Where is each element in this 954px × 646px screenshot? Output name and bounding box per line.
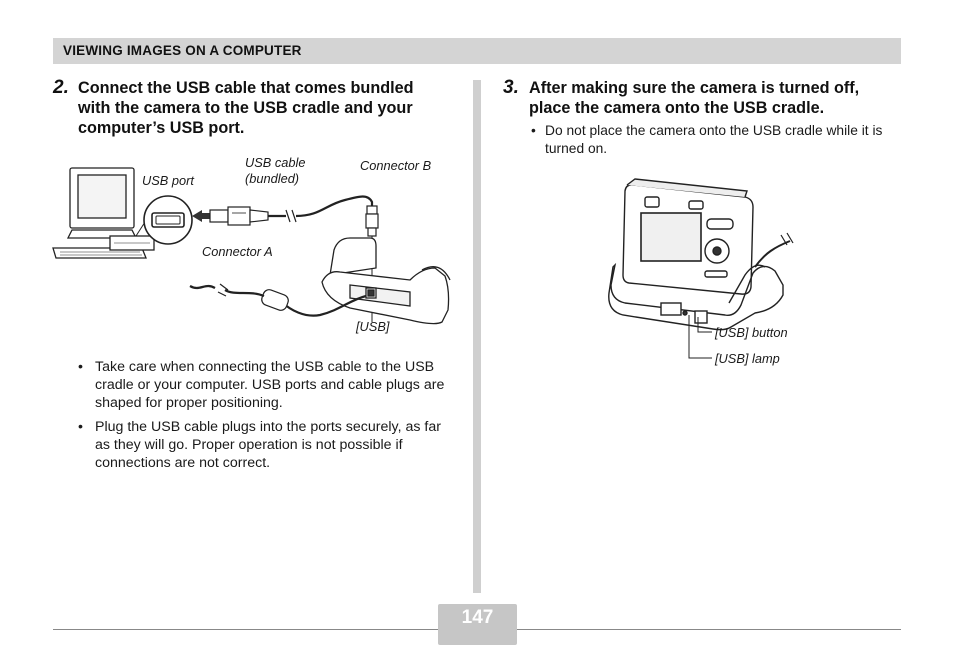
camera-icon xyxy=(622,178,754,295)
usb-lamp-label: [USB] lamp xyxy=(715,351,780,366)
usb-cradle-icon xyxy=(321,237,451,325)
step-2-instruction: Connect the USB cable that comes bundled… xyxy=(78,78,463,138)
usb-cradle-icon xyxy=(608,262,784,331)
step-2-note-2: Plug the USB cable plugs into the ports … xyxy=(77,418,457,473)
step-3-line-2: place the camera onto the USB cradle. xyxy=(529,99,825,117)
usb-button-label: [USB] button xyxy=(715,325,788,340)
usb-lamp-callout xyxy=(688,315,712,359)
connector-b-plug-icon xyxy=(365,205,379,237)
connector-a-plug-icon xyxy=(209,206,269,226)
insert-arrow-icon xyxy=(192,210,210,222)
connector-b-label: Connector B xyxy=(360,158,432,173)
step-2-line-2: with the camera to the USB cradle and yo… xyxy=(78,99,413,117)
usb-port-label: USB port xyxy=(142,173,194,188)
step-3-notes: Do not place the camera onto the USB cra… xyxy=(530,122,902,163)
computer-icon xyxy=(52,167,155,259)
step-3-number: 3. xyxy=(503,77,519,98)
step-3-instruction: After making sure the camera is turned o… xyxy=(529,78,901,118)
section-title: VIEWING IMAGES ON A COMPUTER xyxy=(63,43,302,58)
camera-on-cradle-illustration xyxy=(608,178,794,359)
usb-port-cradle-label: [USB] xyxy=(356,319,390,334)
usb-cable-label-line-2: (bundled) xyxy=(245,171,300,186)
section-header-bar: VIEWING IMAGES ON A COMPUTER xyxy=(53,38,901,64)
step-3-line-1: After making sure the camera is turned o… xyxy=(529,79,860,97)
page-number-box: 147 xyxy=(438,604,517,645)
connector-a-label: Connector A xyxy=(202,244,273,259)
step-2-number: 2. xyxy=(53,77,69,98)
usb-cable-label-line-1: USB cable xyxy=(245,155,306,170)
ferrite-core-icon xyxy=(261,289,289,311)
usb-port-icon xyxy=(143,195,193,245)
usb-connection-illustration xyxy=(52,167,451,325)
step-3-note-1: Do not place the camera onto the USB cra… xyxy=(530,122,902,158)
usb-button-callout xyxy=(697,317,712,333)
page-number: 147 xyxy=(461,607,494,628)
step-2-note-1: Take care when connecting the USB cable … xyxy=(77,358,457,413)
step-2-line-1: Connect the USB cable that comes bundled xyxy=(78,79,414,97)
step-2-notes: Take care when connecting the USB cable … xyxy=(77,358,457,477)
column-divider xyxy=(473,80,481,593)
step-2-line-3: computer’s USB port. xyxy=(78,119,245,137)
